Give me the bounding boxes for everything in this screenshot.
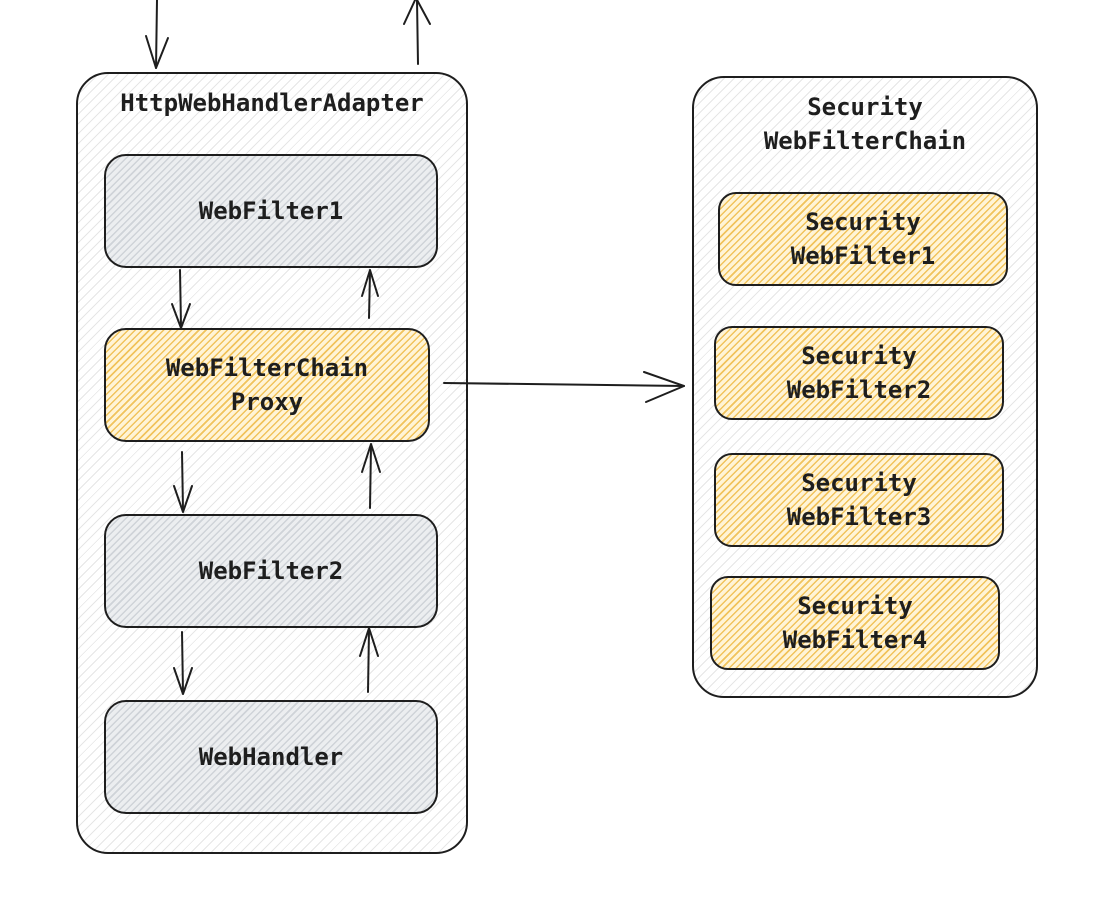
webfilterchain-proxy-label: WebFilterChain Proxy bbox=[106, 351, 428, 419]
proxy-label-line2: Proxy bbox=[230, 388, 304, 416]
security-webfilter1-line2: WebFilter1 bbox=[790, 242, 936, 270]
security-webfilter2-box: Security WebFilter2 bbox=[714, 326, 1004, 420]
arrow-webfilter1-to-proxy bbox=[179, 269, 182, 327]
arrow-webfilter2-to-webhandler bbox=[181, 631, 184, 693]
security-webfilter4-line1: Security bbox=[797, 592, 913, 620]
incoming-request-arrowhead bbox=[145, 35, 169, 69]
security-chain-title-line1: Security bbox=[807, 93, 923, 121]
security-webfilter4-label: Security WebFilter4 bbox=[712, 589, 998, 657]
outgoing-response-arrow bbox=[416, 0, 419, 65]
security-webfilter3-label: Security WebFilter3 bbox=[716, 466, 1002, 534]
security-webfilter4-line2: WebFilter4 bbox=[782, 626, 928, 654]
security-webfilter2-line2: WebFilter2 bbox=[786, 376, 932, 404]
arrowhead-webfilter2-to-proxy bbox=[361, 443, 381, 473]
arrow-webhandler-to-webfilter2 bbox=[367, 629, 370, 693]
webfilter1-label: WebFilter1 bbox=[198, 197, 344, 225]
arrow-proxy-to-webfilter1 bbox=[368, 271, 371, 319]
arrowhead-proxy-to-webfilter1 bbox=[361, 269, 379, 297]
security-webfilter3-line2: WebFilter3 bbox=[786, 503, 932, 531]
security-webfilter4-box: Security WebFilter4 bbox=[710, 576, 1000, 670]
proxy-label-line1: WebFilterChain bbox=[165, 354, 369, 382]
outgoing-response-arrowhead bbox=[403, 0, 431, 25]
security-webfilter1-line1: Security bbox=[805, 208, 921, 236]
arrow-proxy-to-webfilter2 bbox=[181, 451, 184, 511]
arrowhead-proxy-to-webfilter2 bbox=[173, 485, 193, 513]
arrowhead-proxy-to-security-chain bbox=[643, 371, 685, 403]
webfilter2-label: WebFilter2 bbox=[198, 557, 344, 585]
arrow-webfilter2-to-proxy bbox=[369, 445, 372, 509]
webhandler-box: WebHandler bbox=[104, 700, 438, 814]
incoming-request-arrow bbox=[155, 0, 158, 69]
webfilter2-box: WebFilter2 bbox=[104, 514, 438, 628]
webfilterchain-proxy-box: WebFilterChain Proxy bbox=[104, 328, 430, 442]
arrow-proxy-to-security-chain bbox=[443, 382, 685, 387]
webfilter1-box: WebFilter1 bbox=[104, 154, 438, 268]
arrowhead-webfilter2-to-webhandler bbox=[173, 667, 193, 695]
security-webfilter3-line1: Security bbox=[801, 469, 917, 497]
arrowhead-webfilter1-to-proxy bbox=[171, 303, 191, 329]
security-chain-title: Security WebFilterChain bbox=[694, 90, 1036, 158]
security-chain-title-line2: WebFilterChain bbox=[763, 127, 967, 155]
security-webfilter2-label: Security WebFilter2 bbox=[716, 339, 1002, 407]
security-webfilter3-box: Security WebFilter3 bbox=[714, 453, 1004, 547]
webhandler-label: WebHandler bbox=[198, 743, 344, 771]
security-webfilter1-box: Security WebFilter1 bbox=[718, 192, 1008, 286]
security-webfilter2-line1: Security bbox=[801, 342, 917, 370]
arrowhead-webhandler-to-webfilter2 bbox=[359, 627, 379, 657]
adapter-title: HttpWebHandlerAdapter bbox=[120, 89, 424, 117]
security-webfilter1-label: Security WebFilter1 bbox=[720, 205, 1006, 273]
